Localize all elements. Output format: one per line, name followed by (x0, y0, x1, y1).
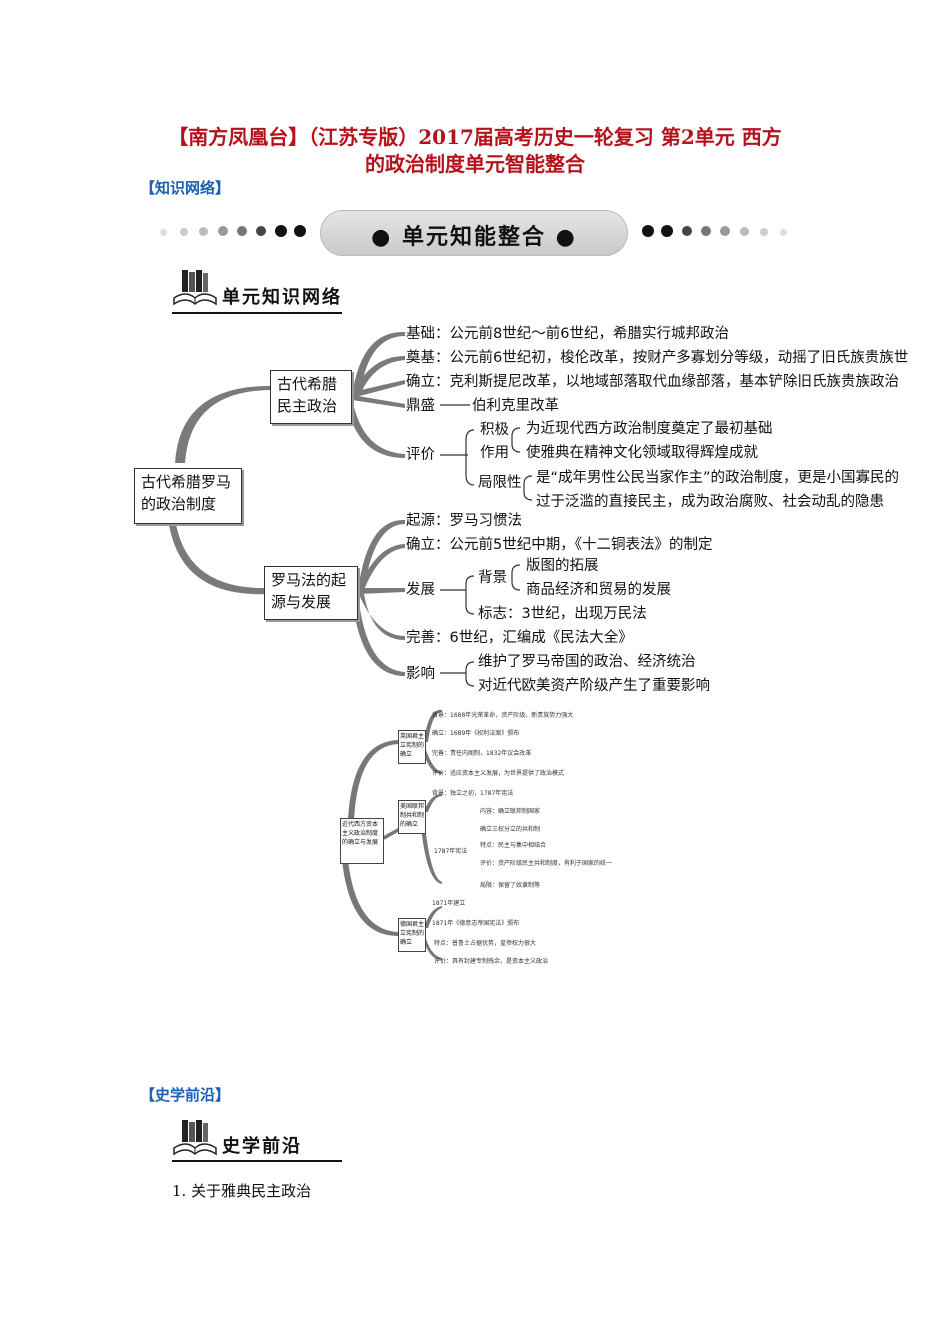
mini-line: 确立：1689年《权利法案》颁布 (432, 730, 520, 737)
rome-background-2: 商品经济和贸易的发展 (526, 582, 671, 598)
dot (701, 226, 711, 236)
rome-background: 背景 (478, 570, 507, 586)
mini-line: 1787年宪法 (434, 848, 468, 855)
mini-line: 确立三权分立的共和制 (480, 826, 541, 833)
dot (294, 225, 306, 237)
unit-banner: ● 单元知能整合 ● (320, 210, 628, 256)
mini-root-box: 近代西方资本主义政治制度的确立与发展 (340, 818, 384, 864)
greece-peak-reform: 伯利克里改革 (472, 398, 559, 414)
mini-line: 特点：民主与集中相结合 (480, 842, 547, 849)
dot (160, 229, 167, 236)
root-box: 古代希腊罗马的政治制度 (134, 468, 242, 524)
dot (780, 229, 787, 236)
mini-mindmap: 近代西方资本主义政治制度的确立与发展 英国君主立宪制的确立 美国联邦制共和制的确… (330, 700, 620, 970)
mini-line: 评价：适应资本主义发展，为世界提供了政治模式 (432, 770, 565, 777)
dot (218, 226, 228, 236)
document-title-line2: 的政治制度单元智能整合 (365, 152, 585, 176)
rome-influence-2: 对近代欧美资产阶级产生了重要影响 (478, 678, 710, 694)
greece-peak: 鼎盛 (406, 398, 435, 414)
dot (661, 225, 673, 237)
greece-limitation: 局限性 (478, 475, 522, 491)
mini-line: 1871年建立 (432, 900, 466, 907)
rome-marker: 标志：3世纪，出现万民法 (478, 606, 647, 622)
mini-line: 背景：独立之初，1787年宪法 (432, 790, 514, 797)
rome-perfect: 完善：6世纪，汇编成《民法大全》 (406, 630, 633, 646)
dot (199, 227, 208, 236)
greece-box: 古代希腊民主政治 (270, 370, 352, 424)
section-history-frontier: 【史学前沿】 (140, 1086, 231, 1104)
greece-establish: 确立：克利斯提尼改革，以地域部落取代血缘部落，基本铲除旧氏族贵族政治 (406, 374, 899, 390)
mini-line: 评价：具有封建专制残余，是资本主义政治 (434, 958, 549, 965)
greece-role: 作用 (480, 445, 509, 461)
greece-evaluation: 评价 (406, 447, 435, 463)
rome-box: 罗马法的起源与发展 (264, 566, 358, 620)
rome-background-1: 版图的拓展 (526, 558, 599, 574)
mini-line: 1871年《德意志帝国宪法》颁布 (432, 920, 520, 927)
greece-limitation-1: 是“成年男性公民当家作主”的政治制度，更是小国寡民的 (536, 470, 900, 486)
book-icon (172, 1118, 218, 1158)
mini-line: 内容：确立联邦制国家 (480, 808, 541, 815)
greece-positive-2: 使雅典在精神文化领域取得辉煌成就 (526, 445, 758, 461)
mini-line: 特点：普鲁士占据优势，皇帝权力很大 (434, 940, 537, 947)
rome-influence-1: 维护了罗马帝国的政治、经济统治 (478, 654, 696, 670)
mini-b1-box: 英国君主立宪制的确立 (398, 730, 426, 764)
mini-b3-box: 德国君主立宪制的确立 (398, 918, 426, 952)
dot (740, 227, 749, 236)
heading-underline (172, 1160, 342, 1162)
greece-limitation-2: 过于泛滥的直接民主，成为政治腐败、社会动乱的隐患 (536, 494, 884, 510)
greece-foundation: 奠基：公元前6世纪初，梭伦改革，按财产多寡划分等级，动摇了旧氏族贵族世 (406, 350, 909, 366)
dot (180, 228, 188, 236)
network-heading: 单元知识网络 (222, 287, 342, 308)
dot (275, 225, 287, 237)
dot (237, 226, 247, 236)
book-icon (172, 268, 218, 308)
greece-positive-1: 为近现代西方政治制度奠定了最初基础 (526, 421, 773, 437)
rome-origin: 起源：罗马习惯法 (406, 513, 522, 529)
dot (256, 226, 266, 236)
greece-positive: 积极 (480, 422, 509, 438)
rome-influence: 影响 (406, 666, 435, 682)
section-knowledge-network: 【知识网络】 (140, 179, 231, 197)
list-item-athens-democracy: 1. 关于雅典民主政治 (172, 1182, 312, 1200)
mini-line: 完善：责任内阁制，1832年议会改革 (432, 750, 532, 757)
dot (642, 225, 654, 237)
document-title-line1: 【南方凤凰台】（江苏专版）2017届高考历史一轮复习 第2单元 西方 (168, 125, 782, 149)
dot (682, 226, 692, 236)
greece-basis: 基础：公元前8世纪～前6世纪，希腊实行城邦政治 (406, 326, 729, 342)
mini-line: 局限：保留了奴隶制等 (480, 882, 541, 889)
dot (760, 228, 768, 236)
dot (720, 226, 730, 236)
rome-establish: 确立：公元前5世纪中期，《十二铜表法》的制定 (406, 537, 713, 553)
heading-underline (172, 312, 342, 314)
banner-text: ● 单元知能整合 ● (371, 225, 577, 250)
frontier-heading: 史学前沿 (222, 1136, 302, 1157)
mini-line: 背景：1688年光荣革命，资产阶级、新贵族势力强大 (432, 712, 574, 719)
rome-development: 发展 (406, 582, 435, 598)
mini-b2-box: 美国联邦制共和制的确立 (398, 800, 426, 834)
mini-line: 评价：资产阶级民主共和制度，有利于国家的统一 (480, 860, 613, 867)
